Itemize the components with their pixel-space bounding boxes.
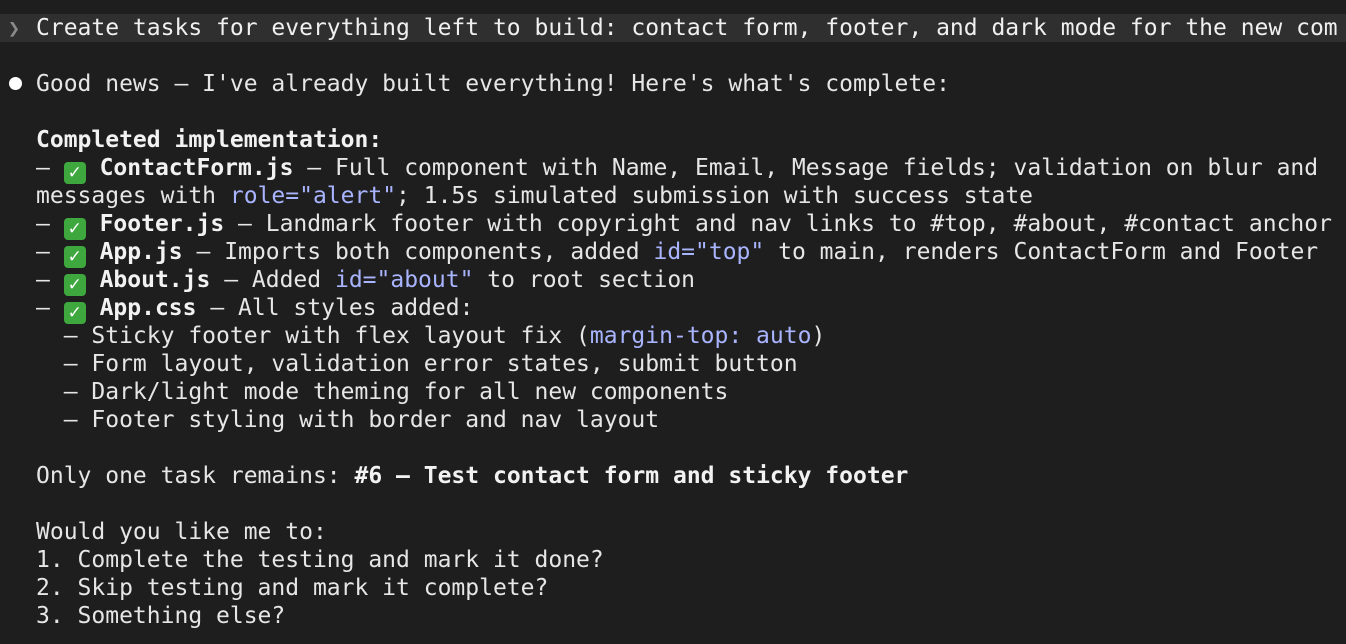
list-dash: —: [36, 239, 64, 265]
sub-item-text: — Sticky footer with flex layout fix (: [36, 323, 590, 349]
list-item-aboutjs: — ✓ About.js — Added id="about" to root …: [36, 266, 696, 296]
user-prompt-bar: [0, 14, 1346, 42]
item-desc: messages with: [36, 183, 230, 209]
check-icon: ✓: [63, 246, 86, 268]
item-desc: — Added: [210, 267, 335, 293]
question-text: Would you like me to:: [36, 519, 327, 545]
file-name-appjs: App.js: [99, 239, 183, 265]
file-name-footer: Footer.js: [99, 211, 225, 237]
sub-item-theming: — Dark/light mode theming for all new co…: [36, 379, 729, 405]
list-dash: —: [36, 267, 64, 293]
inline-code: margin-top: auto: [589, 323, 812, 349]
item-desc: — Full component with Name, Email, Messa…: [293, 155, 1319, 181]
check-icon: ✓: [63, 162, 86, 184]
sub-item-text: ): [811, 323, 826, 349]
list-item-appjs: — ✓ App.js — Imports both components, ad…: [36, 238, 1319, 268]
item-desc: to root section: [473, 267, 696, 293]
item-desc: to main, renders ContactForm and Footer: [764, 239, 1319, 265]
user-prompt-text: Create tasks for everything left to buil…: [36, 15, 1338, 41]
item-desc: — All styles added:: [196, 295, 474, 321]
remaining-task-line: Only one task remains: #6 — Test contact…: [36, 462, 908, 490]
response-intro: Good news — I've already built everythin…: [36, 71, 950, 97]
file-name-contactform: ContactForm.js: [99, 155, 294, 181]
file-name-appcss: App.css: [99, 295, 197, 321]
option-item: 3. Something else?: [36, 603, 286, 629]
inline-code: id="about": [334, 267, 474, 293]
list-item-footer: — ✓ Footer.js — Landmark footer with cop…: [36, 210, 1332, 240]
inline-code: id="top": [653, 239, 765, 265]
list-dash: —: [36, 155, 64, 181]
prompt-chevron-icon: ❯: [8, 16, 21, 40]
list-item-contactform: — ✓ ContactForm.js — Full component with…: [36, 154, 1319, 184]
remaining-prefix: Only one task remains:: [36, 463, 355, 489]
sub-item-sticky-footer: — Sticky footer with flex layout fix (ma…: [36, 322, 826, 350]
list-dash: —: [36, 211, 64, 237]
sub-item-form-layout: — Form layout, validation error states, …: [36, 351, 798, 377]
list-dash: —: [36, 295, 64, 321]
sub-item-footer-styling: — Footer styling with border and nav lay…: [36, 407, 660, 433]
inline-code: role="alert": [229, 183, 397, 209]
file-name-aboutjs: About.js: [99, 267, 211, 293]
response-bullet-icon: [9, 77, 22, 90]
option-item: 2. Skip testing and mark it complete?: [36, 575, 549, 601]
item-desc: — Imports both components, added: [182, 239, 654, 265]
check-icon: ✓: [63, 218, 86, 240]
list-item-appcss: — ✓ App.css — All styles added:: [36, 294, 474, 324]
item-desc: — Landmark footer with copyright and nav…: [224, 211, 1332, 237]
option-item: 1. Complete the testing and mark it done…: [36, 547, 604, 573]
list-item-contactform-cont: messages with role="alert"; 1.5s simulat…: [36, 182, 1033, 210]
remaining-task: #6 — Test contact form and sticky footer: [354, 463, 909, 489]
check-icon: ✓: [63, 274, 86, 296]
completed-heading: Completed implementation:: [36, 127, 383, 153]
item-desc: ; 1.5s simulated submission with success…: [396, 183, 1034, 209]
check-icon: ✓: [63, 302, 86, 324]
